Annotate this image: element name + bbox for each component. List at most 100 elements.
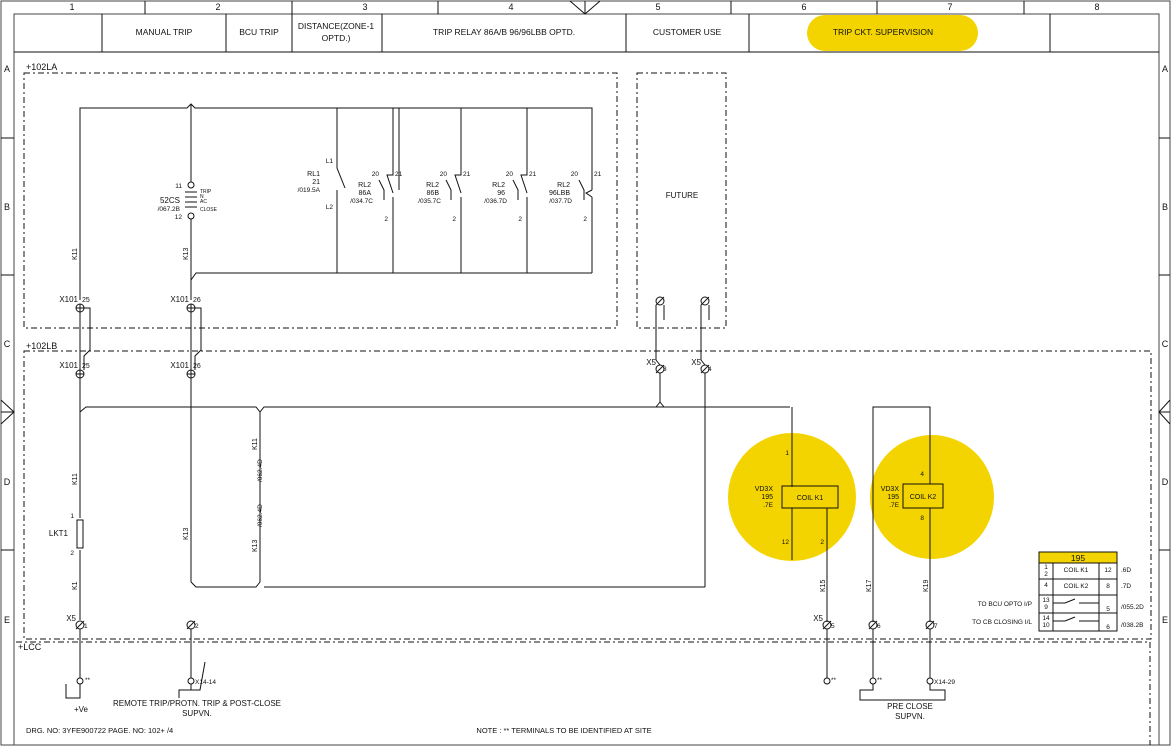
- relay-terminal-bottom: L2: [326, 204, 334, 211]
- row-index: C: [4, 339, 11, 349]
- row-index: C: [1162, 339, 1169, 349]
- terminal-number: 26: [193, 363, 201, 370]
- wire-label-k11: K11: [72, 248, 79, 260]
- lkt-pin: 2: [70, 550, 74, 557]
- lkt-pin: 1: [70, 513, 74, 520]
- highlight-coil-k2: [870, 435, 994, 559]
- row-index: A: [1162, 64, 1168, 74]
- legend-ref: /055.2D: [1121, 604, 1144, 611]
- column-index: 2: [215, 2, 220, 12]
- row-index: B: [1162, 202, 1168, 212]
- row-index: D: [4, 477, 11, 487]
- row-index: B: [4, 202, 10, 212]
- coil-pin: 8: [920, 515, 924, 522]
- wire-label-ref1: /062.4D: [257, 459, 264, 482]
- terminal-x101: X101: [170, 361, 189, 370]
- relay-name: RL2: [492, 182, 505, 189]
- legend-pin: 5: [1106, 606, 1110, 613]
- relay-terminal-bottom: 2: [518, 216, 522, 223]
- relay-terminal-bottom: 2: [583, 216, 587, 223]
- bottom-preclose-line2: SUPVN.: [895, 712, 925, 721]
- wire-label-ref2: /062.4D: [257, 504, 264, 527]
- legend-pins: 4: [1044, 582, 1048, 589]
- bottom-remote-line2: SUPVN.: [182, 709, 212, 718]
- row-index: E: [4, 615, 10, 625]
- coil-vd: VD3X: [755, 486, 774, 493]
- column-index: 6: [801, 2, 806, 12]
- legend-header: 195: [1071, 553, 1085, 563]
- terminal-x101: X101: [59, 295, 78, 304]
- terminal-x101: X101: [170, 295, 189, 304]
- switch-position-label: TRIP: [200, 189, 212, 195]
- terminal-number: 26: [193, 297, 201, 304]
- title-customer-use: CUSTOMER USE: [653, 27, 722, 37]
- terminal-number: 4: [708, 366, 712, 373]
- switch-ref: /067.2B: [158, 206, 180, 213]
- relay-terminal-bottom: 2: [384, 216, 388, 223]
- relay-name: RL2: [557, 182, 570, 189]
- bottom-plus-ve: +Ve: [74, 705, 89, 714]
- legend-pin: 12: [1104, 567, 1112, 574]
- legend-ref: .6D: [1121, 567, 1131, 574]
- coil-vd: VD3X: [881, 486, 900, 493]
- wire-label-k1: K1: [72, 581, 79, 590]
- legend-pin: 8: [1106, 583, 1110, 590]
- wire-label-k19: K19: [923, 579, 930, 592]
- relay-code: 96LBB: [549, 190, 570, 197]
- coil-pin: 2: [820, 539, 824, 546]
- relay-terminal-21: 21: [594, 171, 602, 178]
- relay-ref: /036.7D: [484, 198, 507, 205]
- title-distance-line2: OPTD.): [322, 33, 351, 43]
- relay-terminal-21: 21: [529, 171, 537, 178]
- relay-ref: /034.7C: [350, 198, 373, 205]
- wire-label-k13: K13: [183, 247, 190, 260]
- relay-terminal-top: 20: [571, 171, 579, 178]
- terminal-unidentified: **: [85, 677, 91, 684]
- switch-position-label: CLOSE: [200, 207, 218, 213]
- relay-code: 86B: [427, 190, 440, 197]
- wire-label-k11-branch: K11: [252, 438, 259, 450]
- wire-label-k11-lower: K11: [72, 473, 79, 485]
- column-index: 5: [655, 2, 660, 12]
- relay-name: RL1: [307, 171, 320, 178]
- panel-label-future: FUTURE: [666, 191, 698, 200]
- terminal-unidentified: **: [877, 677, 883, 684]
- coil-pin: 4: [920, 471, 924, 478]
- relay-ref: /037.7D: [549, 198, 572, 205]
- terminal-unidentified: **: [831, 677, 837, 684]
- switch-name: 52CS: [160, 196, 180, 205]
- terminal-number: 25: [82, 363, 90, 370]
- title-distance-line1: DISTANCE(ZONE-1: [298, 21, 375, 31]
- wire-label-k13-lower: K13: [183, 527, 190, 540]
- legend-ref: /038.2B: [1121, 622, 1143, 629]
- coil-k1-label: COIL K1: [797, 495, 824, 502]
- row-index: A: [4, 64, 10, 74]
- relay-terminal-bottom: 2: [452, 216, 456, 223]
- terminal-x101: X101: [59, 361, 78, 370]
- switch-terminal-12: 12: [175, 214, 183, 221]
- relay-ref: /035.7C: [418, 198, 441, 205]
- relay-terminal-top: 20: [440, 171, 448, 178]
- highlight-coil-k1: [728, 433, 856, 561]
- relay-code: 21: [312, 179, 320, 186]
- terminal-number: 2: [195, 623, 199, 630]
- column-index: 3: [362, 2, 367, 12]
- title-trip-ckt-supervision: TRIP CKT. SUPERVISION: [833, 27, 933, 37]
- terminal-number: 1: [84, 623, 88, 630]
- terminal-x5: X5: [691, 358, 701, 367]
- wire-label-k17: K17: [866, 579, 873, 592]
- terminal-number: 7: [934, 623, 938, 630]
- relay-code: 96: [497, 190, 505, 197]
- row-index: E: [1162, 615, 1168, 625]
- terminal-x14-14: X14-14: [195, 679, 216, 686]
- coil-num: 195: [887, 494, 899, 501]
- panel-label-102la: +102LA: [26, 62, 57, 72]
- relay-terminal-21: 21: [463, 171, 471, 178]
- relay-code: 86A: [359, 190, 372, 197]
- legend-bcu-opto: TO BCU OPTO I/P: [978, 601, 1032, 608]
- relay-terminal-top: 20: [506, 171, 514, 178]
- relay-name: RL2: [426, 182, 439, 189]
